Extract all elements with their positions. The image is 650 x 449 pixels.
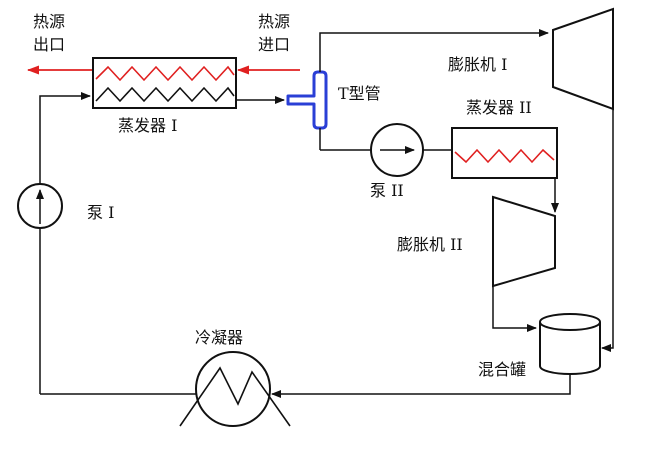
t-pipe-to-expander-1-line	[319, 29, 549, 72]
expander-2-to-mixing-tank-line	[492, 286, 537, 332]
expander-1	[552, 7, 614, 111]
evaporator-1-working-coil	[95, 86, 235, 103]
condenser	[179, 351, 291, 427]
pump-1-to-evaporator-line	[39, 92, 91, 184]
heat-source-outlet-label-line2: 出口	[33, 35, 66, 54]
condenser-label: 冷凝器	[195, 328, 244, 347]
t-pipe	[286, 70, 328, 130]
expander-1-to-mixing-tank-line	[601, 100, 614, 352]
expander-2-label: 膨胀机 II	[397, 235, 463, 254]
pump-1-label: 泵 I	[87, 203, 115, 222]
evaporator-1	[92, 57, 237, 109]
condenser-coil	[179, 366, 291, 427]
evaporator-2	[451, 127, 558, 179]
heat-source-inlet-label-line2: 进口	[258, 35, 291, 54]
mixing-tank-to-condenser-line	[271, 374, 571, 398]
heat-source-inlet-label-line1: 热源	[258, 12, 291, 31]
mixing-tank	[539, 313, 601, 375]
evaporator-1-label: 蒸发器 I	[118, 116, 178, 135]
heat-source-outlet-label-line1: 热源	[33, 12, 66, 31]
expander-1-label: 膨胀机 I	[448, 55, 508, 74]
evaporator-1-hot-coil	[95, 65, 235, 82]
evaporator-2-label: 蒸发器 II	[466, 98, 532, 117]
pump-2-label: 泵 II	[370, 181, 404, 200]
evaporator-2-hot-coil	[454, 148, 555, 164]
expander-2	[492, 195, 556, 288]
t-pipe-label: T型管	[338, 84, 381, 103]
mixing-tank-label: 混合罐	[478, 360, 527, 379]
